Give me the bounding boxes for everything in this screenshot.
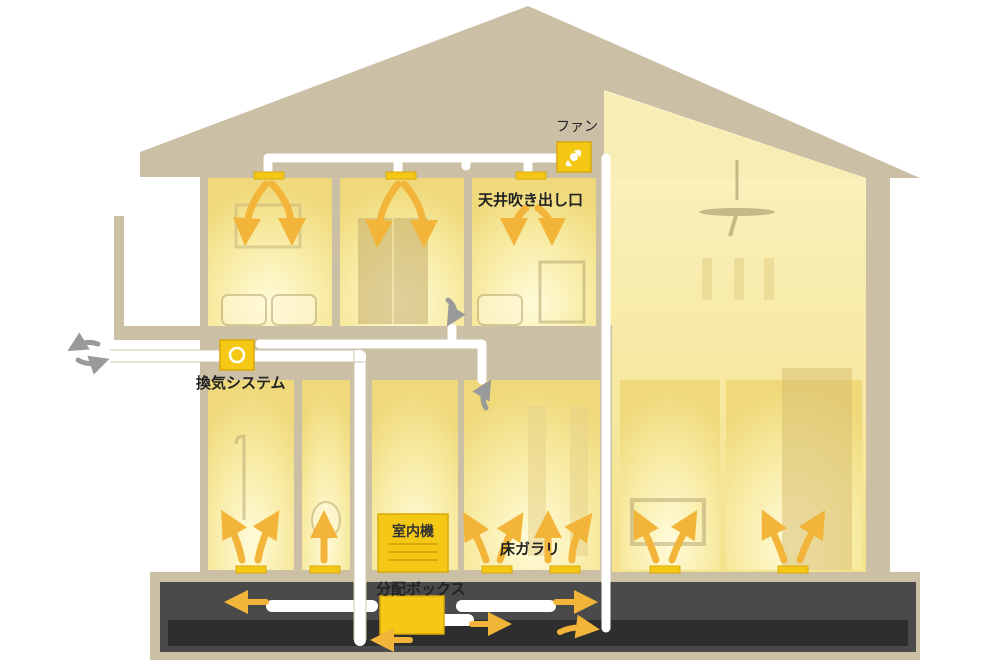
floor-grille-label: 床ガラリ bbox=[500, 540, 561, 558]
duct-outline bbox=[110, 349, 367, 640]
ceiling-outlets bbox=[253, 171, 547, 180]
floor-grilles bbox=[235, 565, 809, 574]
outdoor-exchange-arrows bbox=[67, 297, 492, 411]
indoor-unit-label: 室内機 bbox=[392, 524, 434, 540]
ventilation-unit bbox=[219, 339, 255, 371]
indoor-unit bbox=[377, 513, 449, 573]
ceiling-outlet-label: 天井吹き出し口 bbox=[478, 191, 584, 209]
distribution-box-label: 分配ボックス bbox=[376, 580, 466, 598]
fan-label: ファン bbox=[556, 119, 598, 135]
fan-unit bbox=[556, 141, 592, 173]
crawlspace-airflow-arrows bbox=[224, 590, 600, 652]
duct-network bbox=[104, 153, 611, 646]
ventilation-system-label: 換気システム bbox=[196, 374, 286, 392]
floor-airflow-arrows bbox=[221, 509, 826, 564]
ceiling-airflow-arrows bbox=[233, 180, 566, 248]
furniture bbox=[221, 160, 852, 570]
distribution-box bbox=[379, 595, 445, 635]
crawlspace bbox=[160, 582, 916, 652]
